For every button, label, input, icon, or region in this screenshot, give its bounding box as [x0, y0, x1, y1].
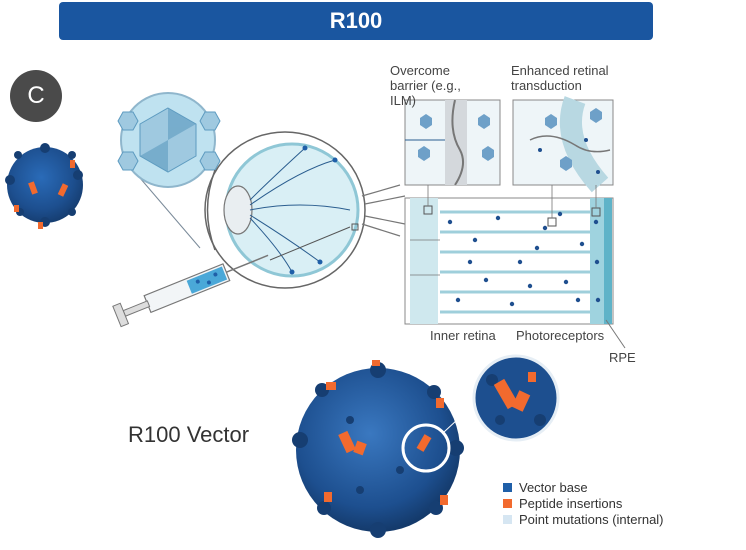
panel-label-badge: C — [10, 70, 62, 122]
legend-item-point-mutations: Point mutations (internal) — [503, 512, 664, 527]
r100-capsid-model — [292, 360, 485, 538]
barrier-callout-label: Overcome barrier (e.g., ILM) — [390, 63, 461, 108]
legend-label: Vector base — [519, 480, 588, 495]
retina-layer-panel — [404, 197, 626, 349]
barrier-callout-image — [404, 99, 501, 206]
title-bar: R100 — [59, 2, 653, 40]
legend-label: Peptide insertions — [519, 496, 623, 511]
small-capsid-icon — [5, 143, 83, 229]
legend-swatch — [503, 483, 512, 492]
capsid-zoom-bubble — [117, 92, 221, 249]
legend-swatch — [503, 499, 512, 508]
transduction-callout-image — [512, 96, 614, 218]
legend-item-vector-base: Vector base — [503, 480, 588, 495]
syringe-icon — [112, 226, 351, 328]
legend-item-peptide: Peptide insertions — [503, 496, 622, 511]
legend-label: Point mutations (internal) — [519, 512, 664, 527]
peptide-zoom-bubble — [472, 354, 560, 442]
eye-cross-section — [204, 131, 406, 289]
vector-particles — [447, 211, 601, 307]
inner-retina-label: Inner retina — [430, 328, 496, 343]
transduction-callout-label: Enhanced retinal transduction — [511, 63, 609, 93]
vector-title: R100 Vector — [128, 422, 250, 447]
panel-letter: C — [27, 82, 45, 109]
legend-swatch — [503, 515, 512, 524]
rpe-label: RPE — [609, 350, 636, 365]
page-title: R100 — [329, 8, 383, 33]
photoreceptors-label: Photoreceptors — [516, 328, 605, 343]
